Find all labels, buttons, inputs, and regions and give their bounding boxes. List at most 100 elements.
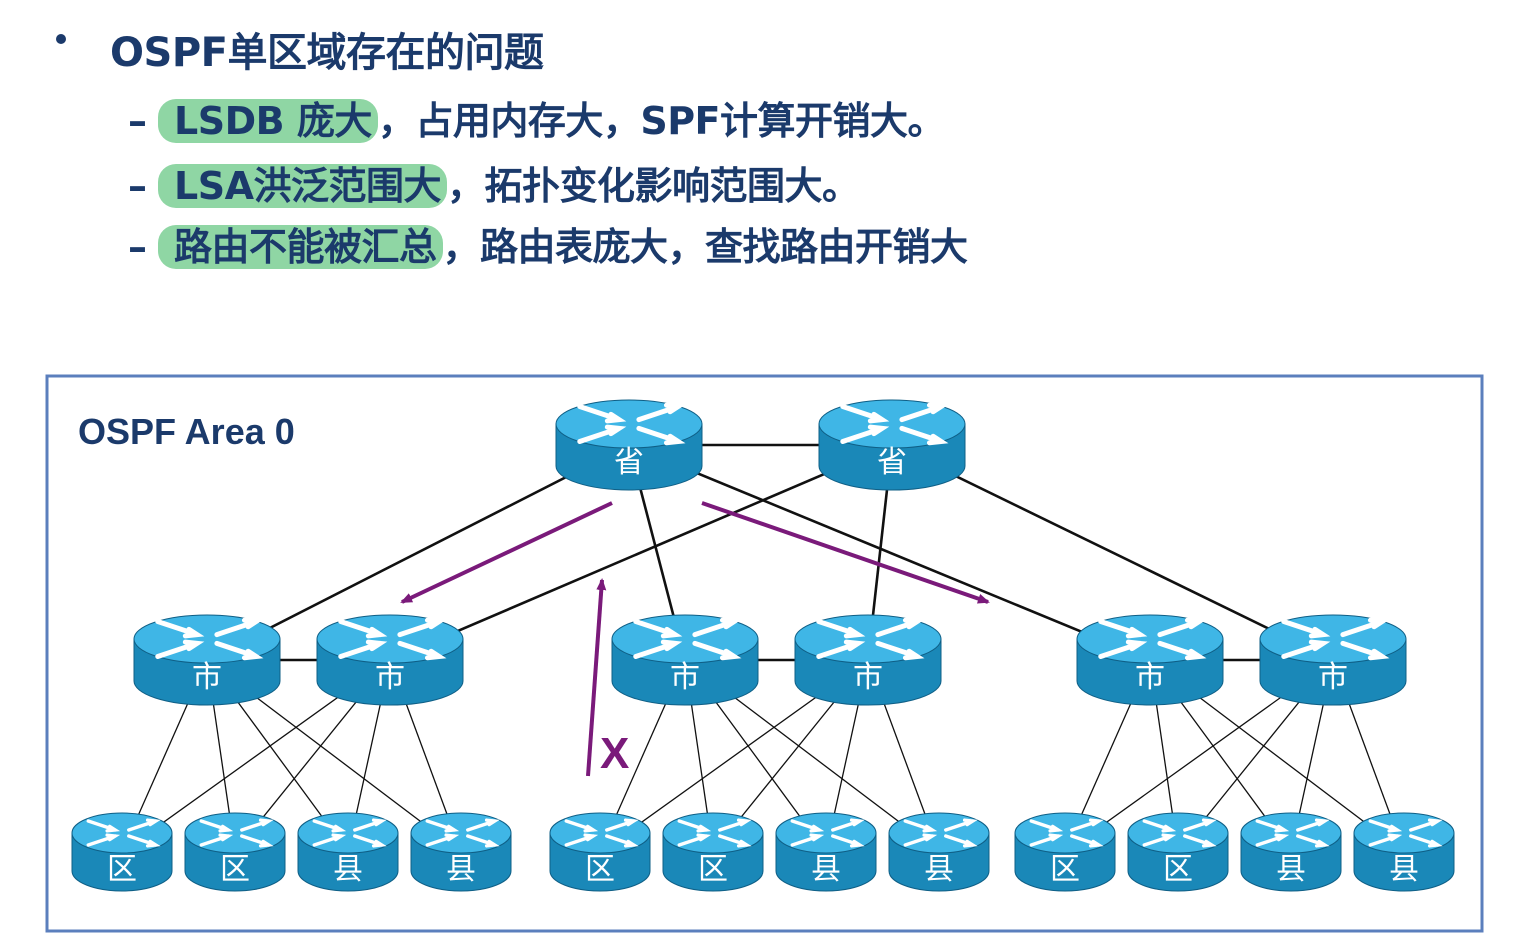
router-arrow-glyph: [1029, 819, 1064, 833]
router-city: 市: [1259, 614, 1407, 706]
router-top: [1353, 812, 1455, 854]
router-top: [1014, 812, 1116, 854]
item-text: ，拓扑变化影响范围大。: [447, 164, 860, 208]
router-label: 区: [220, 852, 250, 887]
router-arrow-glyph: [425, 833, 460, 847]
router-arrow-glyph: [1157, 640, 1207, 661]
router-arrow-glyph: [790, 819, 825, 833]
router-top: [888, 812, 990, 854]
router-arrow-glyph: [899, 425, 949, 446]
router-arrow-glyph: [605, 818, 639, 832]
router-arrow-glyph: [214, 640, 264, 661]
router-arrow-glyph: [605, 834, 639, 848]
router-arrow-glyph: [155, 619, 205, 639]
highlight-text: LSDB 庞大: [158, 99, 378, 143]
router-arrow-glyph: [1070, 834, 1104, 848]
router-county: 县: [1353, 812, 1455, 892]
router-county: 县: [297, 812, 399, 892]
router-arrow-glyph: [831, 818, 865, 832]
router-arrow-glyph: [240, 834, 274, 848]
link-p2-c6: [891, 443, 1334, 662]
router-arrow-glyph: [425, 819, 460, 833]
highlight-text: LSA洪泛范围大: [158, 164, 447, 208]
router-label: 县: [333, 852, 363, 887]
router-top: [297, 812, 399, 854]
router-district: 区: [184, 812, 286, 892]
router-arrow-glyph: [397, 640, 447, 661]
flood-arrow: [586, 578, 607, 777]
router-arrow-glyph: [86, 833, 121, 847]
router-arrow-glyph: [944, 834, 978, 848]
router-arrow-glyph: [718, 834, 752, 848]
router-county: 县: [775, 812, 877, 892]
router-arrow-glyph: [397, 617, 447, 638]
flood-arrow: [400, 501, 613, 604]
router-arrow-glyph: [899, 402, 949, 423]
slide-title: OSPF单区域存在的问题: [110, 30, 544, 76]
problem-item-route: –路由不能被汇总，路由表庞大，查找路由开销大: [128, 216, 968, 271]
router-district: 区: [1014, 812, 1116, 892]
router-arrow-glyph: [1142, 819, 1177, 833]
router-arrow-glyph: [1029, 833, 1064, 847]
router-arrow-glyph: [1409, 834, 1443, 848]
router-district: 区: [662, 812, 764, 892]
router-arrow-glyph: [312, 819, 347, 833]
problem-item-lsa: –LSA洪泛范围大，拓扑变化影响范围大。: [128, 155, 860, 210]
router-arrow-glyph: [338, 639, 388, 659]
router-arrow-glyph: [1296, 834, 1330, 848]
area-label: OSPF Area 0: [78, 411, 295, 452]
router-district: 区: [71, 812, 173, 892]
router-county: 县: [888, 812, 990, 892]
router-arrow-glyph: [816, 639, 866, 659]
router-province: 省: [818, 399, 966, 491]
item-text: ，路由表庞大，查找路由开销大: [442, 225, 969, 269]
router-arrow-glyph: [466, 834, 500, 848]
router-arrow-glyph: [1368, 833, 1403, 847]
router-label: 市: [853, 660, 883, 695]
router-county: 县: [1240, 812, 1342, 892]
router-label: 省: [877, 445, 907, 480]
router-label: 区: [1163, 852, 1193, 887]
dash-icon: –: [128, 99, 147, 143]
router-arrow-glyph: [840, 424, 890, 444]
router-label: 市: [1135, 660, 1165, 695]
router-arrow-glyph: [1157, 617, 1207, 638]
router-arrow-glyph: [1070, 818, 1104, 832]
router-arrow-glyph: [903, 833, 938, 847]
router-top: [1240, 812, 1342, 854]
router-label: 市: [192, 660, 222, 695]
dash-icon: –: [128, 225, 147, 269]
router-province: 省: [555, 399, 703, 491]
router-district: 区: [549, 812, 651, 892]
router-city: 市: [794, 614, 942, 706]
router-top: [662, 812, 764, 854]
router-label: 县: [446, 852, 476, 887]
router-city: 市: [316, 614, 464, 706]
router-arrow-glyph: [1281, 639, 1331, 659]
router-arrow-glyph: [1368, 819, 1403, 833]
router-arrow-glyph: [577, 424, 627, 444]
router-arrow-glyph: [86, 819, 121, 833]
router-arrow-glyph: [1340, 640, 1390, 661]
router-arrow-glyph: [875, 617, 925, 638]
router-arrow-glyph: [636, 402, 686, 423]
router-arrow-glyph: [636, 425, 686, 446]
router-top: [549, 812, 651, 854]
router-arrow-glyph: [790, 833, 825, 847]
area-frame: [45, 374, 1484, 933]
router-top: [410, 812, 512, 854]
router-arrow-glyph: [214, 617, 264, 638]
router-arrow-glyph: [1142, 833, 1177, 847]
router-arrow-glyph: [564, 833, 599, 847]
router-district: 区: [1127, 812, 1229, 892]
router-arrow-glyph: [840, 404, 890, 424]
router-arrow-glyph: [577, 404, 627, 424]
router-arrow-glyph: [127, 834, 161, 848]
router-arrow-glyph: [338, 619, 388, 639]
router-arrow-glyph: [1255, 833, 1290, 847]
router-city: 市: [1076, 614, 1224, 706]
router-label: 县: [1389, 852, 1419, 887]
router-top: [775, 812, 877, 854]
router-arrow-glyph: [1098, 619, 1148, 639]
